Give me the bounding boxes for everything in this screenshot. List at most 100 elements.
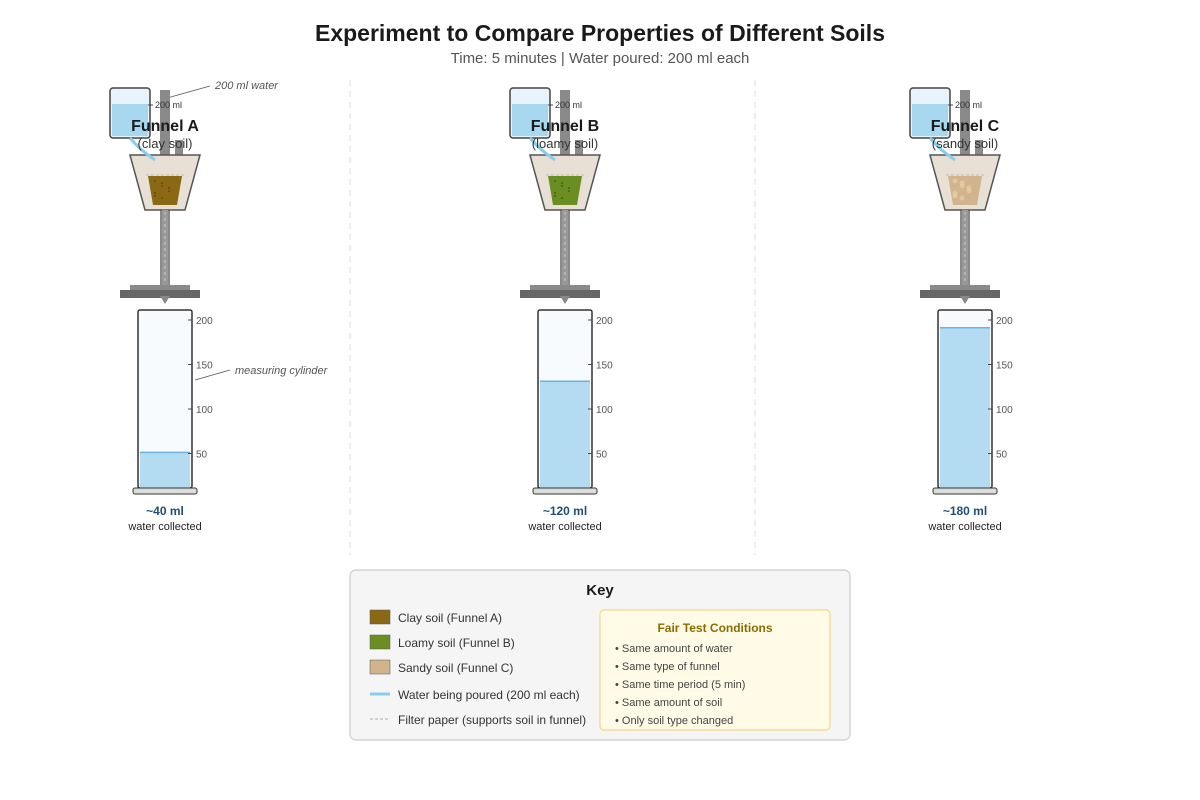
funnel-setup-a: 200 ml Funnel A(clay soil) 200 150 100 50 ~40 … — [109, 87, 213, 533]
page-subtitle: Time: 5 minutes | Water poured: 200 ml e… — [451, 50, 750, 67]
key-item-loamy: Loamy soil (Funnel B) — [398, 636, 515, 650]
soil-particle — [952, 178, 958, 184]
collected-water-c — [940, 327, 990, 488]
cylinder-annotation-pointer — [194, 369, 231, 381]
funnel-soil-c: (sandy soil) — [932, 136, 998, 151]
soil-particle — [154, 195, 156, 197]
tick-label: 150 — [996, 361, 1013, 372]
cylinder-base — [932, 487, 998, 495]
condition-item: • Same time period (5 min) — [615, 679, 745, 691]
tick-label: 200 — [596, 316, 613, 327]
soil-particle — [554, 192, 556, 194]
soil-particle — [561, 185, 563, 187]
soil-particle — [568, 190, 570, 192]
water-stream — [128, 137, 156, 162]
soil-particle — [554, 180, 556, 182]
key-item-filter: Filter paper (supports soil in funnel) — [398, 713, 586, 727]
tick-label: 150 — [596, 361, 613, 372]
funnel-soil-b: (loamy soil) — [532, 136, 598, 151]
funnel-stem — [562, 210, 568, 285]
key-item-water: Water being poured (200 ml each) — [398, 688, 580, 702]
soil-particle — [966, 185, 972, 191]
collected-water-b — [540, 381, 590, 488]
key-item-clay: Clay soil (Funnel A) — [398, 611, 502, 625]
stand-base — [920, 290, 1000, 298]
soil-particle — [561, 182, 563, 184]
collected-water-a — [140, 452, 190, 488]
funnel-name-c: Funnel C — [931, 118, 1000, 135]
sandy-swatch-icon — [369, 659, 391, 675]
result-label-c: water collected — [927, 521, 1001, 533]
beaker-water — [112, 104, 148, 136]
conditions-title: Fair Test Conditions — [657, 621, 772, 635]
condition-item: • Same amount of soil — [615, 697, 722, 709]
soil-b — [548, 176, 582, 205]
funnel-name-b: Funnel B — [531, 118, 599, 135]
drip-tip — [160, 296, 170, 304]
drip-tip — [960, 296, 970, 304]
beaker-label: 200 ml — [555, 100, 582, 110]
stand-clamp — [975, 140, 983, 155]
tick-label: 100 — [596, 405, 613, 416]
drip-tip — [560, 296, 570, 304]
soil-particle — [154, 192, 156, 194]
result-value-b: ~120 ml — [543, 504, 587, 518]
clay-swatch-icon — [369, 609, 391, 625]
soil-particle — [561, 197, 563, 199]
page-title: Experiment to Compare Properties of Diff… — [315, 20, 885, 46]
funnel-name-a: Funnel A — [131, 118, 199, 135]
soil-particle — [161, 185, 163, 187]
beaker-label: 200 ml — [155, 100, 182, 110]
key-item-sandy: Sandy soil (Funnel C) — [398, 661, 513, 675]
stand-base — [120, 290, 200, 298]
water-stream — [528, 137, 556, 162]
condition-item: • Same type of funnel — [615, 661, 720, 673]
cylinder-base — [132, 487, 198, 495]
funnel-stem — [962, 210, 968, 285]
tick-label: 50 — [196, 450, 208, 461]
result-label-b: water collected — [527, 521, 601, 533]
tick-label: 100 — [196, 405, 213, 416]
stand-clamp — [175, 140, 183, 155]
soil-particle — [554, 195, 556, 197]
soil-particle — [161, 197, 163, 199]
beaker-label: 200 ml — [955, 100, 982, 110]
result-value-a: ~40 ml — [146, 504, 184, 518]
tick-label: 200 — [196, 316, 213, 327]
conditions-box — [599, 609, 831, 731]
tick-label: 150 — [196, 361, 213, 372]
stand-clamp — [575, 140, 583, 155]
beaker-water — [512, 104, 548, 136]
soil-particle — [959, 180, 965, 186]
stand-base — [520, 290, 600, 298]
soil-particle — [161, 182, 163, 184]
cylinder-annotation: measuring cylinder — [235, 365, 329, 377]
funnel-stem — [162, 210, 168, 285]
result-label-a: water collected — [127, 521, 201, 533]
condition-item: • Only soil type changed — [615, 715, 733, 727]
funnel-soil-a: (clay soil) — [138, 136, 193, 151]
soil-particle — [568, 187, 570, 189]
tick-label: 100 — [996, 405, 1013, 416]
water-annotation: 200 ml water — [214, 80, 279, 92]
soil-particle — [168, 190, 170, 192]
result-value-c: ~180 ml — [943, 504, 987, 518]
stand-base-top — [530, 285, 590, 291]
stand-base-top — [930, 285, 990, 291]
soil-particle — [952, 190, 958, 196]
water-stream — [928, 137, 956, 162]
loamy-swatch-icon — [369, 634, 391, 650]
tick-label: 50 — [996, 450, 1008, 461]
key-title: Key — [586, 582, 614, 599]
cylinder-base — [532, 487, 598, 495]
stand-base-top — [130, 285, 190, 291]
soil-particle — [959, 195, 965, 201]
soil-a — [148, 176, 182, 205]
condition-item: • Same amount of water — [615, 643, 733, 655]
beaker-water — [912, 104, 948, 136]
soil-particle — [154, 180, 156, 182]
